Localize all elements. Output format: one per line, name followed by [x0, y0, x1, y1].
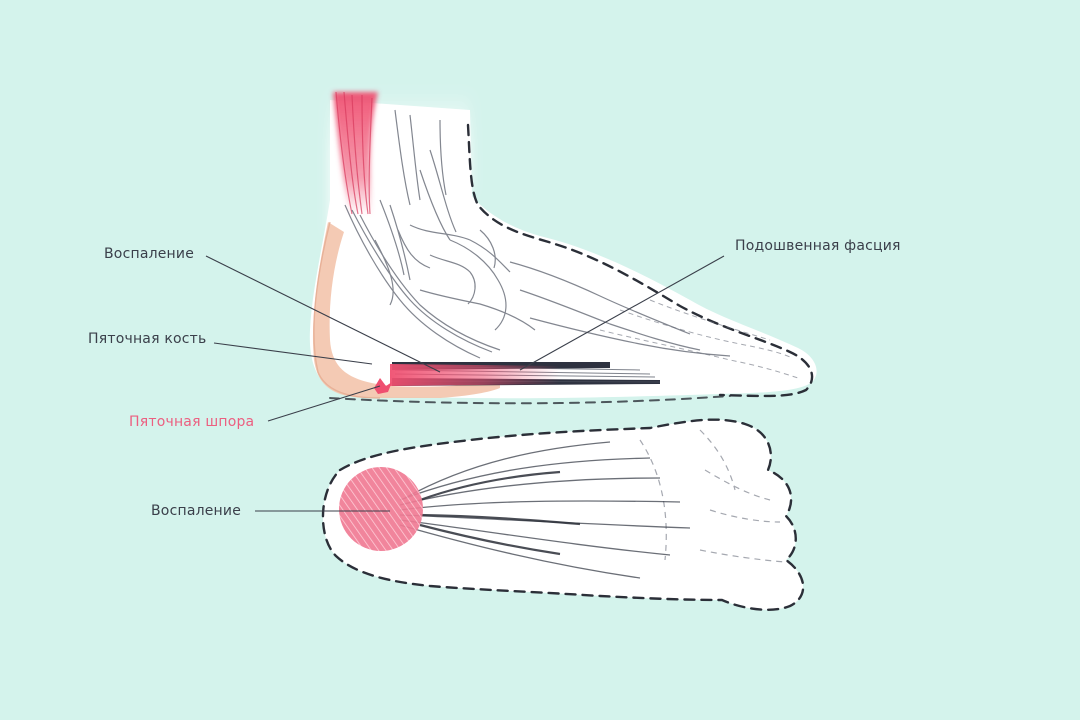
heel-spur-marker: [374, 378, 392, 394]
calcaneus-shape: [312, 222, 500, 398]
label-plantar-fascia: Подошвенная фасция: [735, 238, 901, 254]
label-calcaneus: Пяточная кость: [88, 331, 207, 347]
label-inflammation-side: Воспаление: [104, 246, 195, 262]
leader-lines: [205, 255, 725, 512]
side-view-foot: [309, 90, 817, 405]
plantar-fascia: [390, 362, 661, 386]
sole-inflammation-area: [339, 467, 423, 551]
foot-sole-silhouette: [322, 419, 804, 610]
achilles-tendon: [333, 91, 378, 215]
label-inflammation-sole: Воспаление: [151, 503, 242, 519]
label-heel-spur: Пяточная шпора: [129, 414, 255, 430]
sole-view-foot: [321, 418, 805, 611]
foot-bones-sketch: [344, 109, 731, 359]
